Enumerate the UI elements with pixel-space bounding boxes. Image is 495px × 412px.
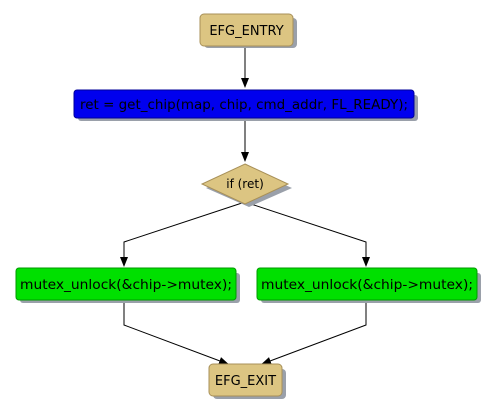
node-entry[interactable]: EFG_ENTRY xyxy=(199,13,297,48)
node-decision-diamond xyxy=(200,163,290,205)
node-exit[interactable]: EFG_EXIT xyxy=(208,363,286,399)
edge-left-to-exit xyxy=(123,301,229,365)
edge-decision-to-left xyxy=(120,201,246,267)
node-get-chip-box xyxy=(73,89,415,119)
node-get-chip[interactable]: ret = get_chip(map, chip, cmd_addr, FL_R… xyxy=(73,89,418,121)
node-unlock-left-box xyxy=(15,267,237,301)
node-get-chip-label: ret = get_chip(map, chip, cmd_addr, FL_R… xyxy=(80,98,408,113)
node-exit-label: EFG_EXIT xyxy=(215,374,276,389)
node-entry-label: EFG_ENTRY xyxy=(209,24,283,39)
node-unlock-right-label: mutex_unlock(&chip->mutex); xyxy=(261,278,473,293)
node-unlock-left[interactable]: mutex_unlock(&chip->mutex); xyxy=(15,267,240,303)
node-exit-box xyxy=(208,363,283,397)
node-decision-label: if (ret) xyxy=(226,177,264,191)
node-entry-box xyxy=(199,13,294,47)
edge-decision-to-right xyxy=(244,201,370,267)
node-unlock-left-label: mutex_unlock(&chip->mutex); xyxy=(20,278,232,293)
edge-right-to-exit xyxy=(261,301,367,365)
edges xyxy=(120,46,370,365)
node-decision[interactable]: if (ret) xyxy=(200,163,292,207)
node-unlock-right[interactable]: mutex_unlock(&chip->mutex); xyxy=(256,267,481,303)
node-unlock-right-box xyxy=(256,267,478,301)
